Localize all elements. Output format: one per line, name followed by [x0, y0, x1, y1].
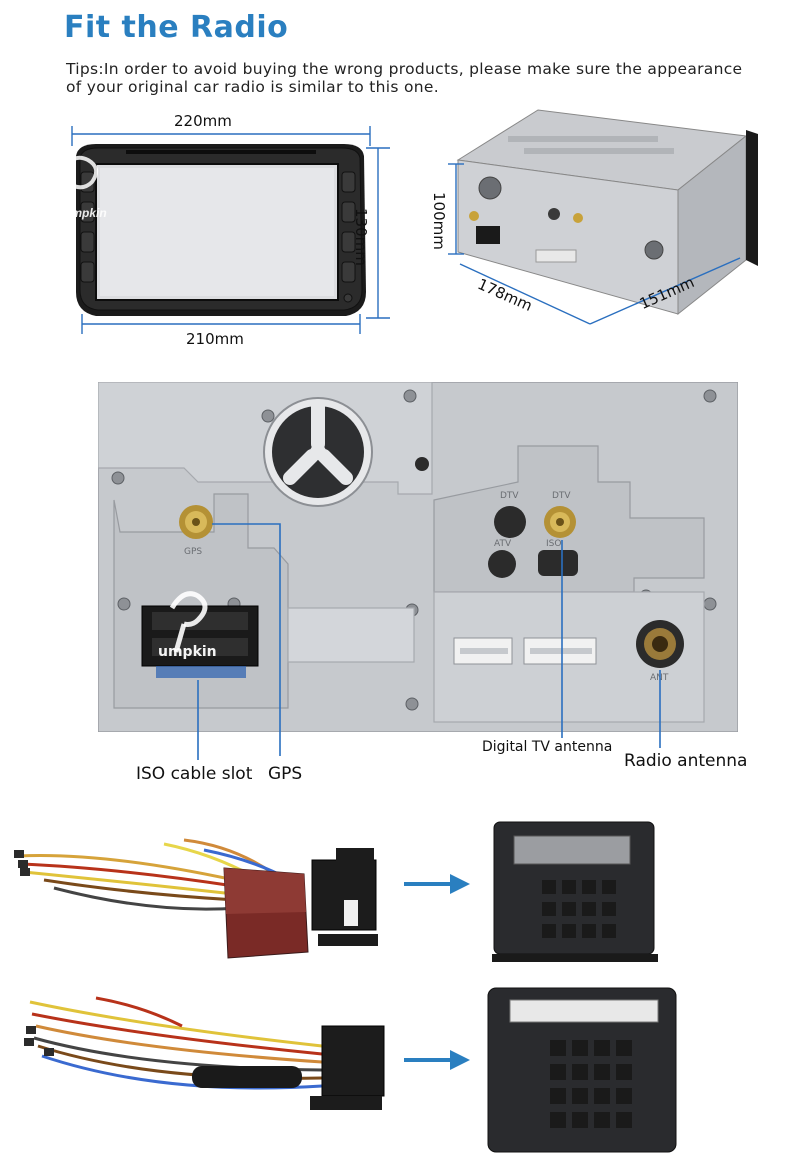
callout-gps: GPS [268, 764, 303, 784]
port-label-iso: ISO [546, 539, 561, 549]
port-label-dtv2: DTV [552, 491, 571, 501]
right-arrow-icon [404, 872, 470, 896]
dim-chassis-height: 100mm [430, 192, 448, 250]
callout-digital-tv-antenna: Digital TV antenna [482, 739, 613, 755]
rear-panel: GPS DTV DTV ATV ISO ANT umpkin [98, 382, 738, 732]
brand-watermark: umpkin [64, 206, 107, 220]
brand-watermark-panel: umpkin [158, 644, 217, 660]
wiring-harness-2 [22, 986, 392, 1136]
connector-socket-2 [486, 986, 680, 1156]
radio-chassis-view: 100mm 178mm 151mm [428, 100, 788, 340]
tips-text: Tips:In order to avoid buying the wrong … [66, 60, 743, 96]
radio-front-view: 220mm 210mm 130mm umpkin [64, 112, 396, 352]
dim-width-bottom: 210mm [186, 330, 244, 348]
page-title: Fit the Radio [64, 10, 289, 45]
port-label-gps: GPS [184, 547, 202, 557]
port-label-atv: ATV [494, 539, 512, 549]
port-label-dtv1: DTV [500, 491, 519, 501]
port-label-ant: ANT [650, 673, 669, 683]
callout-iso-cable-slot: ISO cable slot [136, 764, 253, 784]
dim-width-top: 220mm [174, 112, 232, 130]
connector-socket-1 [492, 820, 658, 964]
dim-height: 130mm [352, 208, 370, 266]
callout-radio-antenna: Radio antenna [624, 751, 748, 771]
wiring-harness-1 [14, 824, 394, 974]
right-arrow-icon [404, 1048, 470, 1072]
